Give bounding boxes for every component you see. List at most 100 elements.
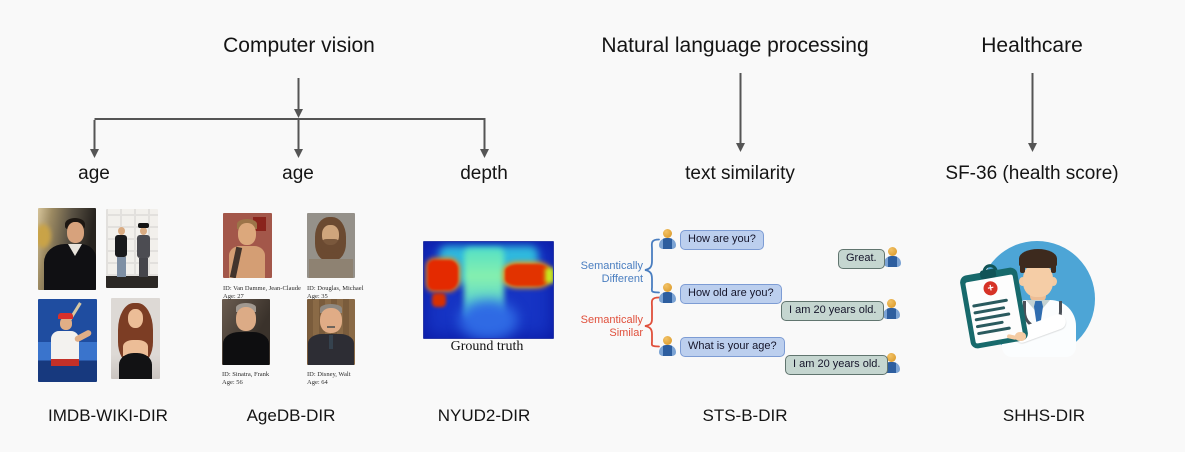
agedb-caption-douglas: ID: Douglas, Michael Age: 35 (307, 285, 364, 300)
user-torso (884, 256, 901, 267)
doctor-face (1023, 263, 1053, 297)
user-head (888, 247, 897, 256)
answer-bubble-1: Great. (838, 249, 885, 269)
cv-right-arrowhead (480, 149, 489, 158)
task-sf36: SF-36 (health score) (945, 163, 1119, 184)
user-torso (659, 292, 676, 303)
doctor-hair-side (1051, 262, 1056, 273)
user-torso (883, 308, 900, 319)
legs-shape (117, 257, 126, 277)
suit-shape (44, 244, 96, 290)
face-shape (238, 223, 256, 245)
face-shape (60, 317, 72, 330)
answer-bubble-3: I am 20 years old. (785, 355, 889, 375)
legs-shape (139, 258, 148, 277)
tuxedo-shape (223, 332, 269, 365)
agedb-caption-van-damme: ID: Van Damme, Jean-Claude Age: 27 (223, 285, 301, 300)
dress-shape (119, 353, 152, 379)
user-icon (883, 299, 900, 319)
label-line: Semantically (580, 260, 643, 272)
head-shape (140, 227, 147, 235)
cv-left-arrowhead (90, 149, 99, 158)
cowboy-hat-shape (138, 223, 149, 228)
user-icon (659, 229, 676, 249)
agedb-id-text: ID: Van Damme, Jean-Claude (223, 285, 301, 292)
nlp-arrowhead (736, 143, 745, 152)
doctor-hand (1015, 332, 1026, 341)
yellow-green-sliver (545, 267, 553, 284)
dataset-label-imdb-wiki-dir: IMDB-WIKI-DIR (48, 406, 168, 425)
semantically-different-brace (644, 238, 660, 294)
jacket-shape (115, 235, 127, 257)
face-shape (236, 307, 256, 331)
user-head (663, 283, 672, 292)
arm-shape (73, 329, 93, 343)
agedb-id-text: ID: Sinatra, Frank (222, 371, 270, 378)
dataset-label-sts-b-dir: STS-B-DIR (702, 406, 788, 425)
suit-shape (137, 235, 150, 258)
agedb-photo-van-damme (223, 213, 272, 278)
semantically-similar-brace (644, 296, 660, 348)
question-bubble-3: What is your age? (680, 337, 785, 357)
task-depth: depth (460, 163, 508, 184)
question-bubble-1: How are you? (680, 230, 764, 250)
user-torso (659, 345, 676, 356)
agedb-age-text: Age: 56 (222, 378, 243, 386)
agedb-age-text: Age: 35 (307, 292, 328, 300)
task-age-agedb: age (282, 163, 314, 184)
agedb-age-text: Age: 64 (307, 378, 328, 386)
near-object-left-small (431, 292, 446, 308)
imdb-photo-two-men (106, 209, 158, 288)
header-nlp: Natural language processing (601, 34, 869, 57)
doctor-ear (1050, 277, 1057, 286)
face-shape (67, 222, 84, 243)
agedb-caption-sinatra: ID: Sinatra, Frank Age: 56 (222, 371, 269, 386)
user-head (663, 229, 672, 238)
semantically-different-label: Semantically Different (573, 260, 643, 285)
user-icon (883, 353, 900, 373)
face-shape (320, 308, 342, 333)
floor-depth-region (458, 299, 519, 338)
question-bubble-2: How old are you? (680, 284, 782, 304)
near-object-left (427, 260, 458, 290)
doctor-hair (1019, 249, 1057, 268)
bowtie-shape (243, 333, 249, 337)
head-shape (118, 227, 125, 235)
header-healthcare: Healthcare (981, 34, 1083, 57)
task-text-similarity: text similarity (685, 163, 795, 184)
doctor-hair-side (1020, 262, 1025, 273)
agedb-photo-disney (307, 299, 355, 365)
user-icon (659, 336, 676, 356)
agedb-photo-sinatra (222, 299, 270, 365)
label-line: Different (601, 272, 643, 285)
user-head (887, 353, 896, 362)
mustache-shape (327, 326, 335, 328)
cv-mid-arrowhead (294, 149, 303, 158)
label-line: Similar (609, 326, 643, 339)
imdb-photo-man-in-suit (38, 208, 96, 290)
shoulders-shape (123, 340, 148, 356)
answer-bubble-2: I am 20 years old. (781, 301, 885, 321)
user-icon (884, 247, 901, 267)
agedb-photo-douglas (307, 213, 355, 278)
floor-shape (106, 276, 158, 288)
cv-stem-arrowhead (294, 109, 303, 118)
ground-truth-caption: Ground truth (450, 339, 524, 354)
beard-shape (321, 239, 340, 253)
statue-shape (38, 224, 51, 248)
user-torso (883, 362, 900, 373)
dataset-label-nyud2-dir: NYUD2-DIR (437, 406, 531, 425)
user-torso (659, 238, 676, 249)
agedb-caption-disney: ID: Disney, Walt Age: 64 (307, 371, 351, 386)
header-computer-vision: Computer vision (223, 34, 375, 57)
skirt-shape (51, 359, 79, 366)
nyud2-depth-map (423, 241, 554, 339)
near-object-right (505, 264, 550, 287)
agedb-age-text: Age: 27 (223, 292, 244, 300)
tie-shape (329, 335, 333, 349)
imdb-photo-woman (111, 298, 160, 379)
semantically-similar-label: Semantically Similar (573, 314, 643, 339)
task-age-imdb: age (78, 163, 110, 184)
